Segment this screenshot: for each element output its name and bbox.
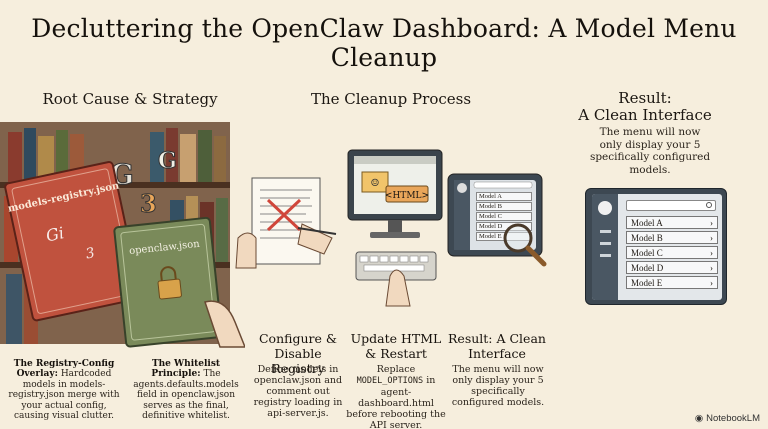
html-tag-label: <HTML> [385,191,429,201]
chevron-right-icon: › [710,248,713,258]
chevron-right-icon: › [710,263,713,273]
menu-item-model-e[interactable]: Model E › [626,276,718,289]
menu-item-label: Model D [631,263,664,273]
whitelist-body: The agents.defaults.models field in open… [133,369,239,422]
menu-item-label: Model A [631,218,663,228]
step2-body-post: in agent-dashboard.html before rebooting… [346,375,446,429]
step3-title: Result: A Clean Interface [448,331,546,361]
menu-item-label: Model B [631,233,663,243]
middle-heading: The Cleanup Process [310,90,472,108]
chevron-right-icon: › [710,278,713,288]
left-hand [235,232,257,269]
smiley-window-icon [361,171,389,193]
menu-item-label: Model C [631,248,663,258]
menu-item-label: Model E [631,278,663,288]
hand-holding-book [204,300,245,348]
small-menu-item[interactable]: Model D [476,222,532,231]
step1-title: Configure & Disable Registry [258,331,337,376]
sidebar-line-icon[interactable] [600,242,611,245]
typing-hand [385,269,411,307]
chevron-right-icon: › [710,233,713,243]
menu-item-model-c[interactable]: Model C › [626,246,718,259]
shelf-books-top [8,128,226,182]
tablet-screen: Model A › Model B › Model C › Model D › Mode… [592,194,722,300]
right-heading-line2: A Clean Interface [578,106,712,124]
step1-body: Define models in openclaw.json and comme… [253,364,343,419]
floating-g2-letter: G [158,148,177,174]
left-heading: Root Cause & Strategy [42,90,218,108]
right-heading: Result: A Clean Interface [570,90,720,124]
step2-body-pre: Replace [376,364,416,375]
bookshelf-illustration: G 3 G models-registry.json Gi 3 openclaw… [0,122,245,348]
chevron-right-icon: › [710,218,713,228]
green-config-book: openclaw.json [113,216,223,348]
step2-title: Update HTML & Restart [350,331,442,361]
sidebar-line-icon[interactable] [600,230,611,233]
overlay-title: The Registry-Config Overlay: [13,359,115,380]
cross-out-mark [266,198,302,232]
small-menu-item[interactable]: Model B [476,202,532,211]
app-logo-icon [598,201,612,215]
overlay-body: Hardcoded models in models-registry.json… [8,369,120,422]
tablet-sidebar [592,194,618,300]
search-icon[interactable] [706,202,712,208]
html-tag-badge [385,185,429,203]
configure-illustration [235,177,337,269]
sidebar-line-icon[interactable] [600,254,611,257]
small-menu-item[interactable]: Model C [476,212,532,221]
tablet-frame: Model A › Model B › Model C › Model D › Mode… [585,188,727,305]
search-bar[interactable] [626,200,716,211]
menu-item-model-d[interactable]: Model D › [626,261,718,274]
svg-text:3: 3 [84,245,96,263]
right-heading-line1: Result: [618,89,672,107]
overlay-principle-text: The Registry-Config Overlay: Hardcoded m… [6,359,122,421]
small-menu-item[interactable]: Model A [476,192,532,201]
whitelist-title: The Whitelist Principle: [151,359,221,380]
step2-code: MODEL_OPTIONS [356,376,424,386]
small-logo-icon [457,183,467,193]
page-title: Decluttering the OpenClaw Dashboard: A M… [31,14,737,72]
notebooklm-brand: ◉ NotebookLM [695,413,760,424]
floating-3-letter: 3 [140,189,157,218]
pen-icon [297,227,337,235]
magnifier-icon [503,223,547,267]
lock-icon [160,266,177,281]
right-body: The menu will now only display your 5 sp… [589,126,711,176]
step3-body: The menu will now only display your 5 sp… [451,364,545,408]
brand-label: NotebookLM [706,413,760,424]
right-hand-pen [297,223,333,255]
menu-item-model-b[interactable]: Model B › [626,231,718,244]
model-menu: Model A › Model B › Model C › Model D › Mode… [626,216,718,289]
whitelist-principle-text: The Whitelist Principle: The agents.defa… [126,359,246,421]
notebooklm-logo-icon: ◉ [694,413,704,424]
step2-body: Replace MODEL_OPTIONS in agent-dashboard… [344,364,448,429]
menu-item-model-a[interactable]: Model A › [626,216,718,229]
svg-text:Gi: Gi [44,223,65,245]
svg-text:☺: ☺ [371,178,380,189]
update-illustration: ☺ <HTML> [347,149,443,307]
